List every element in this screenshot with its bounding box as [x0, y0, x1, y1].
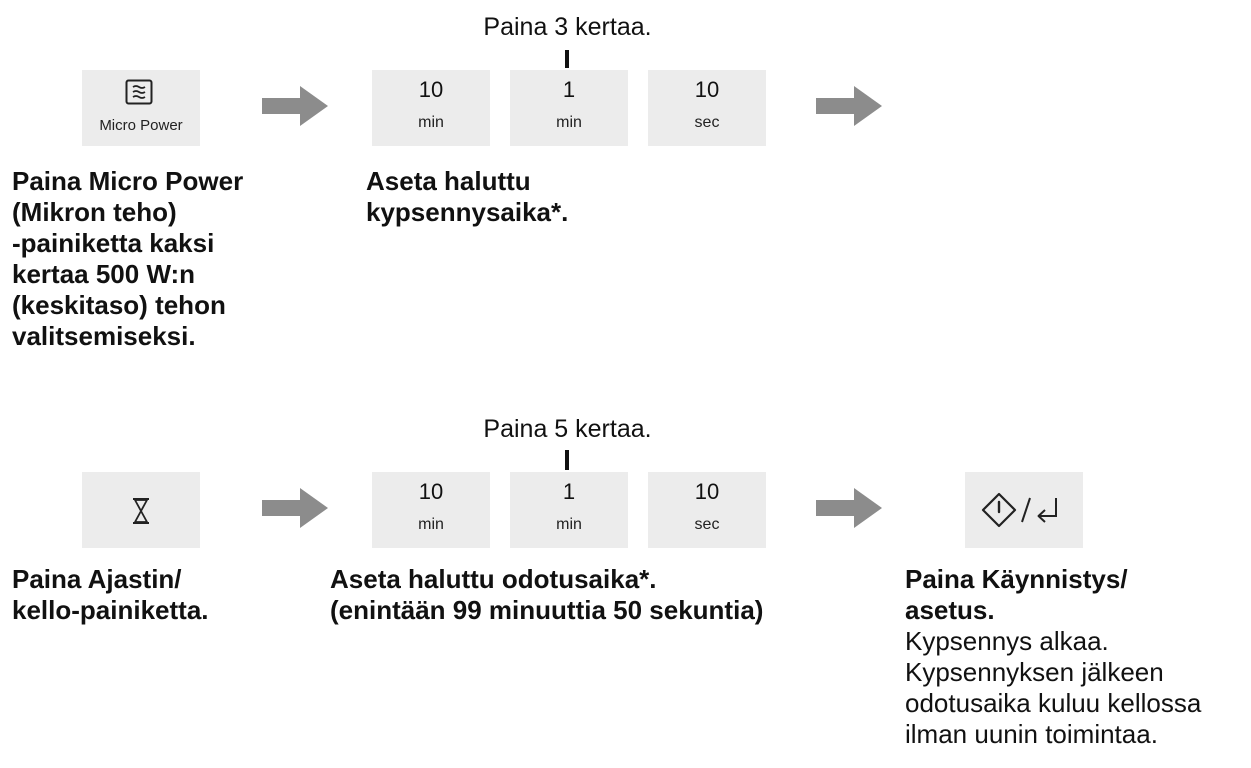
start-set-button[interactable]: [965, 472, 1083, 548]
step-row-1: Paina 3 kertaa. Micro Power 10 min 1 min…: [0, 0, 1251, 380]
key-unit: min: [418, 114, 444, 131]
instruction-line: kello-painiketta.: [12, 595, 209, 625]
instruction-line: Paina Micro Power: [12, 166, 244, 196]
instruction-line: Aseta haluttu: [366, 166, 531, 196]
key-value: 10: [694, 479, 720, 504]
key-value: 10: [418, 479, 444, 504]
microwave-icon: [125, 79, 153, 105]
one-minute-button[interactable]: 1 min: [510, 472, 628, 548]
hourglass-icon: [133, 498, 149, 524]
right-arrow-icon: [816, 488, 882, 528]
cooking-time-instruction: Aseta haluttu kypsennysaika*.: [366, 166, 666, 228]
start-instruction-body: Kypsennys alkaa. Kypsennyksen jälkeen od…: [905, 626, 1251, 750]
key-unit: min: [556, 114, 582, 131]
waiting-time-instruction: Aseta haluttu odotusaika*. (enintään 99 …: [330, 564, 870, 626]
ten-minute-button[interactable]: 10 min: [372, 70, 490, 146]
key-unit: sec: [694, 114, 720, 131]
key-value: 1: [562, 479, 576, 504]
key-unit: min: [418, 516, 444, 533]
right-arrow-icon: [262, 488, 328, 528]
instruction-line: Aseta haluttu odotusaika*.: [330, 564, 657, 594]
instruction-line: Kypsennyksen jälkeen: [905, 657, 1164, 687]
instruction-line: ilman uunin toimintaa.: [905, 719, 1158, 749]
right-arrow-icon: [262, 86, 328, 126]
instruction-line: Kypsennys alkaa.: [905, 626, 1109, 656]
instruction-line: (enintään 99 minuuttia 50 sekuntia): [330, 595, 764, 625]
step-row-2: Paina 5 kertaa. 10 min 1 min 10 sec: [0, 400, 1251, 768]
key-value: 10: [694, 77, 720, 102]
press-note-pointer: [565, 50, 569, 68]
ten-second-button[interactable]: 10 sec: [648, 70, 766, 146]
right-arrow-icon: [816, 86, 882, 126]
instruction-line: kertaa 500 W:n: [12, 259, 196, 289]
micro-power-instruction: Paina Micro Power (Mikron teho) -painike…: [12, 166, 312, 352]
start-enter-icon: [981, 492, 1057, 528]
ten-minute-button[interactable]: 10 min: [372, 472, 490, 548]
key-unit: min: [556, 516, 582, 533]
instruction-line: Paina Ajastin/: [12, 564, 182, 594]
key-unit: sec: [694, 516, 720, 533]
instruction-line: kypsennysaika*.: [366, 197, 569, 227]
ten-second-button[interactable]: 10 sec: [648, 472, 766, 548]
instruction-line: valitsemiseksi.: [12, 321, 196, 351]
start-instruction-heading: Paina Käynnistys/ asetus.: [905, 564, 1245, 626]
one-minute-button[interactable]: 1 min: [510, 70, 628, 146]
key-value: 10: [418, 77, 444, 102]
instruction-line: (keskitaso) tehon: [12, 290, 226, 320]
press-count-note: Paina 5 kertaa.: [483, 415, 652, 443]
instruction-line: (Mikron teho): [12, 197, 177, 227]
press-count-note: Paina 3 kertaa.: [483, 13, 652, 41]
instruction-line: Paina Käynnistys/: [905, 564, 1128, 594]
timer-clock-button[interactable]: [82, 472, 200, 548]
instruction-line: odotusaika kuluu kellossa: [905, 688, 1202, 718]
key-value: 1: [562, 77, 576, 102]
micro-power-button[interactable]: Micro Power: [82, 70, 200, 146]
timer-instruction: Paina Ajastin/ kello-painiketta.: [12, 564, 312, 626]
instruction-line: asetus.: [905, 595, 995, 625]
press-note-pointer: [565, 450, 569, 470]
instruction-line: -painiketta kaksi: [12, 228, 215, 258]
micro-power-label: Micro Power: [99, 117, 183, 134]
